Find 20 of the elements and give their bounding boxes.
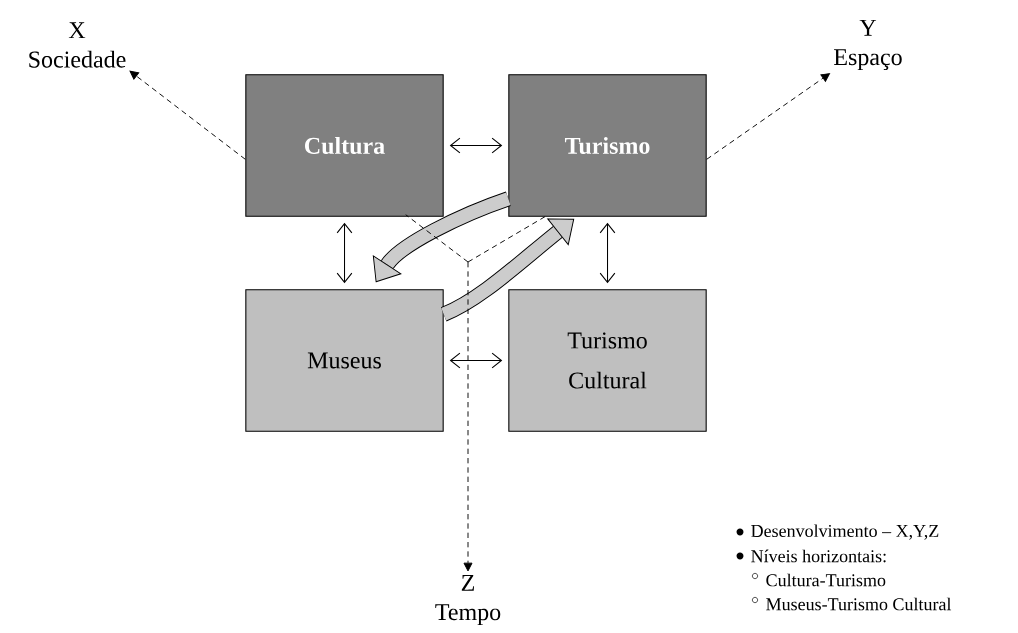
dashed-arrow	[129, 70, 469, 263]
process-box: Cultura	[245, 74, 444, 217]
double-arrow	[449, 352, 503, 369]
dashed-arrow	[463, 261, 473, 572]
curved-block-arrow	[440, 218, 575, 322]
process-box: Turismo	[508, 74, 707, 217]
curved-block-arrow	[372, 191, 511, 283]
axis-label: Z Tempo	[435, 574, 501, 626]
list-item: Níveis horizontais:	[751, 549, 886, 563]
list-item: Cultura-Turismo	[766, 573, 886, 587]
double-arrow	[449, 137, 503, 154]
list-item: Desenvolvimento – X,Y,Z	[751, 524, 939, 540]
axis-label: Y Espaço	[834, 19, 902, 71]
list-item: Museus-Turismo Cultural	[766, 597, 952, 611]
dashed-arrow	[467, 73, 831, 263]
axis-label: X Sociedade	[29, 22, 126, 68]
double-arrow	[336, 222, 353, 284]
process-box: Museus	[245, 289, 444, 432]
process-box: Turismo Cultural	[508, 289, 707, 432]
double-arrow	[599, 222, 616, 284]
